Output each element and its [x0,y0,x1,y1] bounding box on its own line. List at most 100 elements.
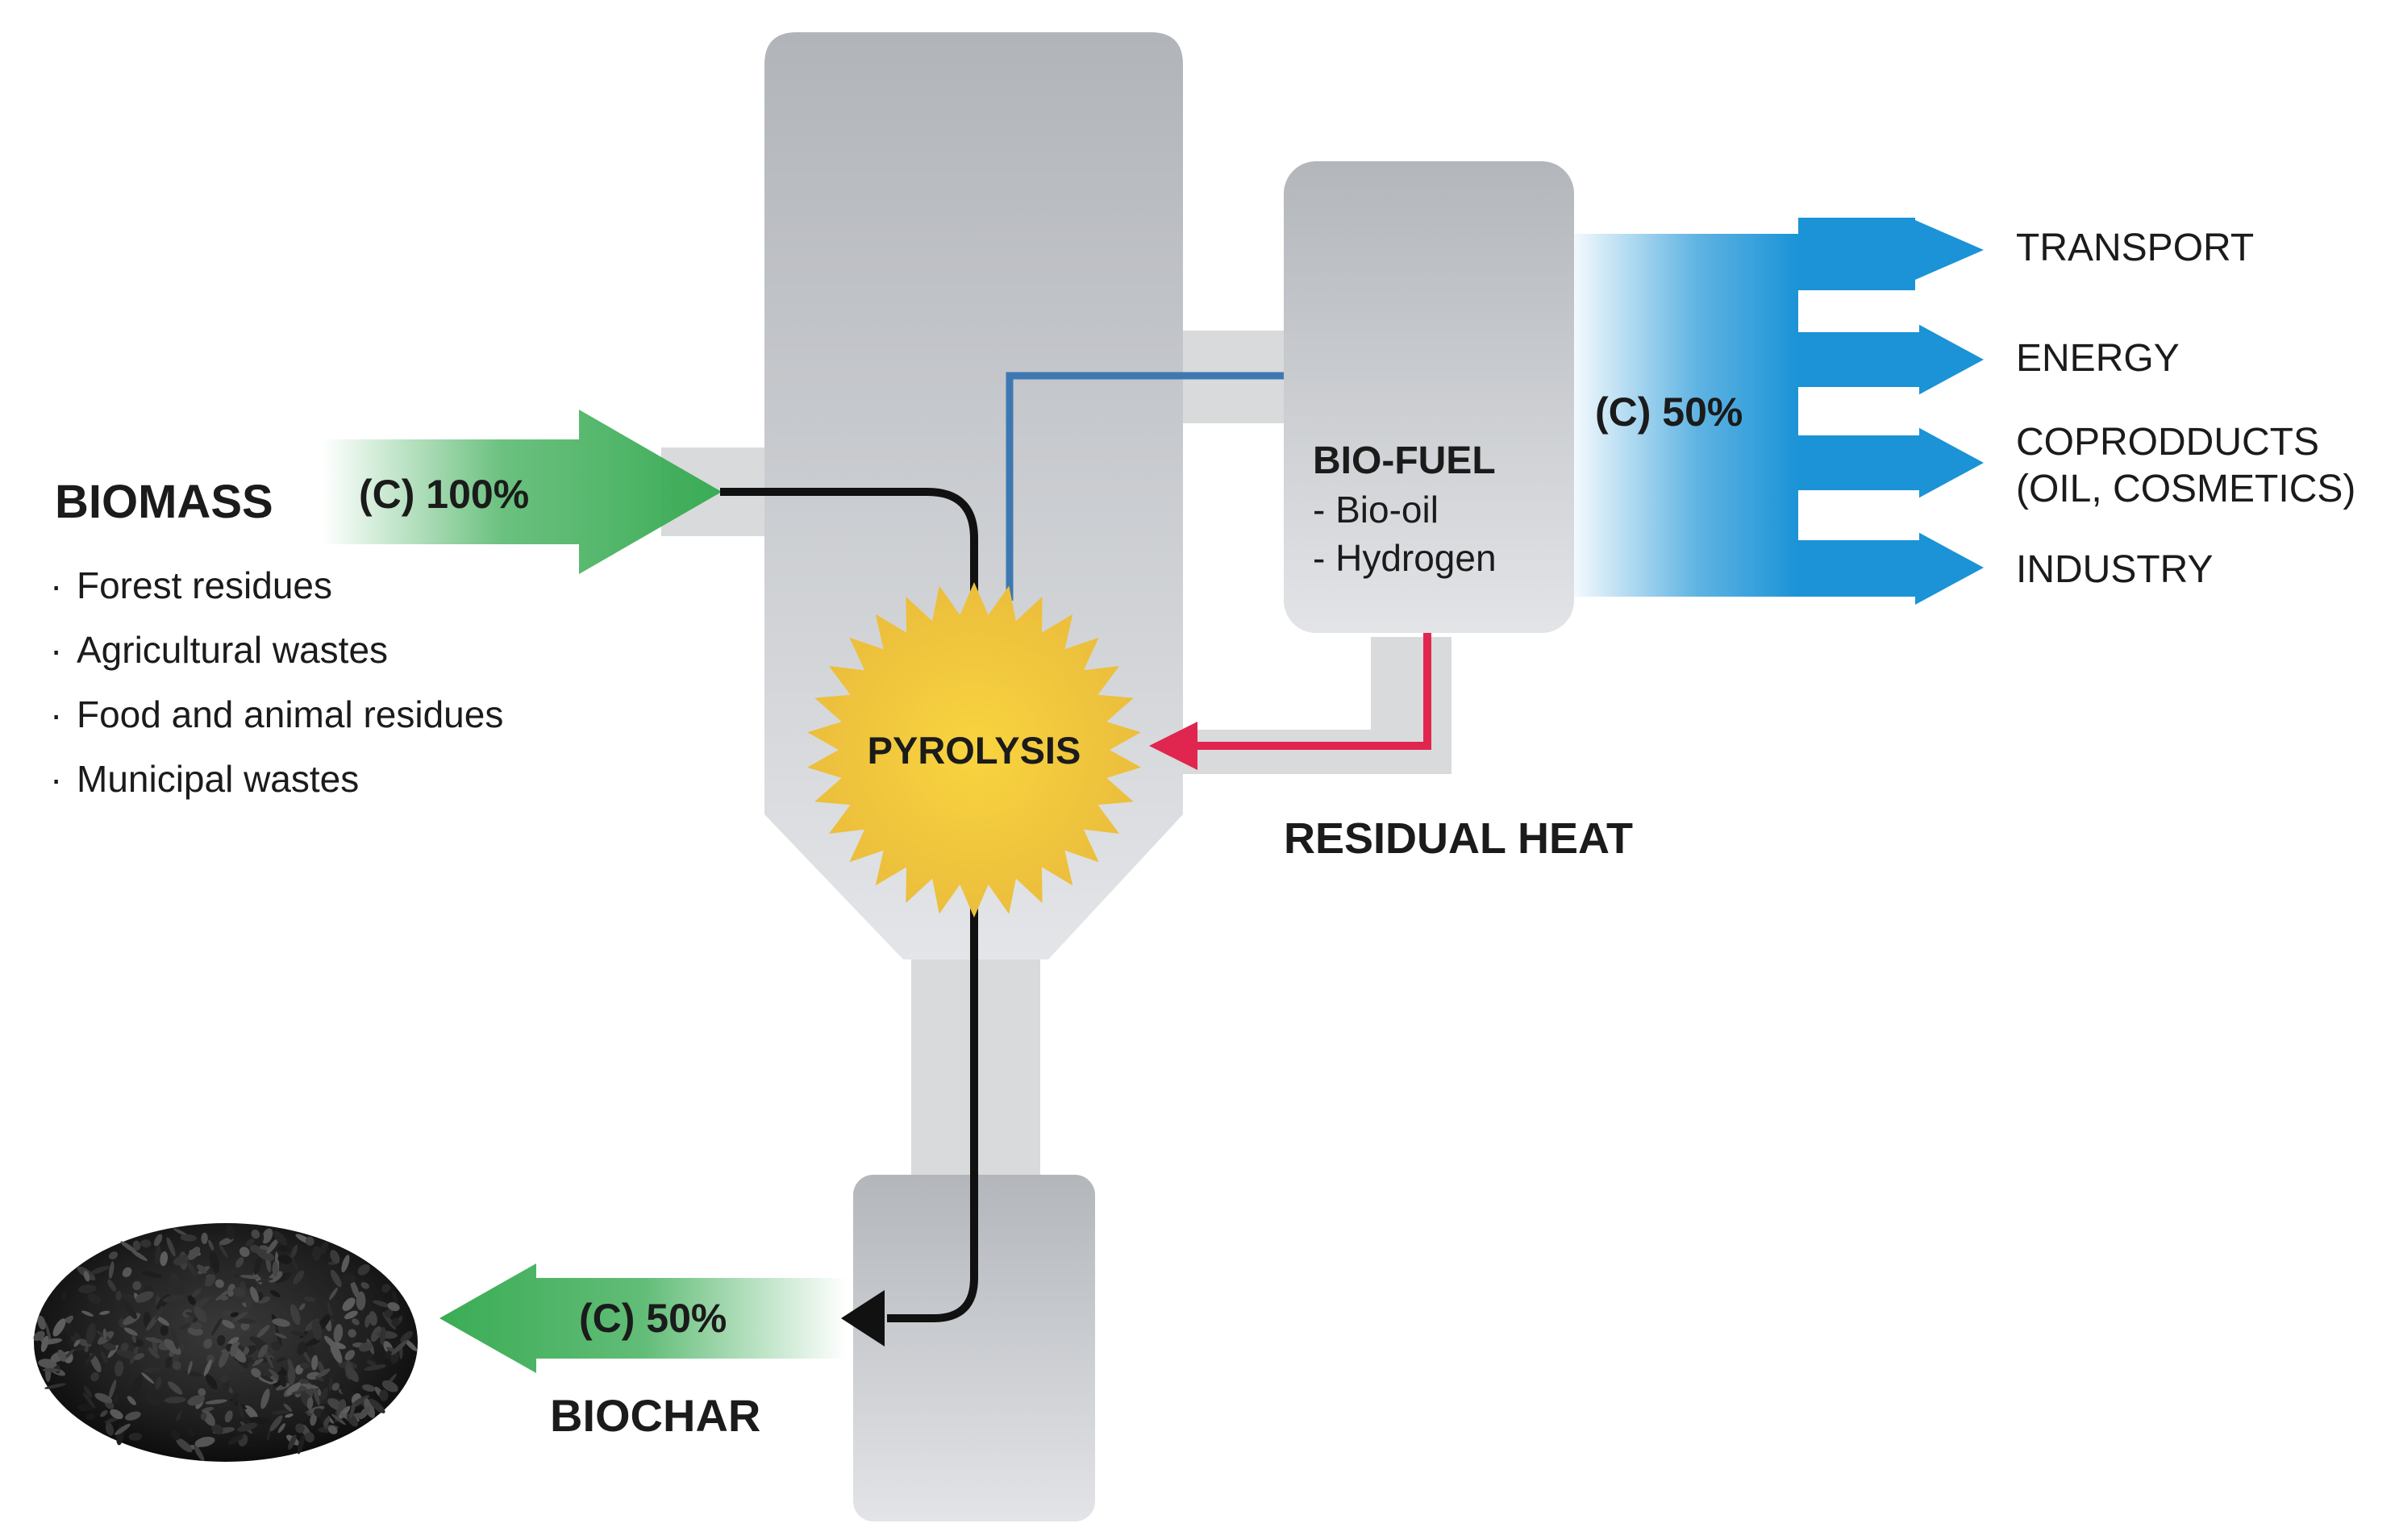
biochar-grain [359,1406,371,1420]
biochar-grain [277,1423,286,1434]
biochar-grain [293,1270,305,1285]
biochar-grain [127,1396,136,1405]
biofuel-title: BIO-FUEL [1313,439,1496,482]
biochar-percent: (C) 50% [579,1296,727,1341]
biochar-grain [278,1373,287,1388]
biochar-grain [370,1326,382,1342]
biochar-grain [369,1398,385,1413]
biochar-grain [271,1341,281,1351]
biochar-grain [232,1287,245,1297]
biochar-grain [305,1236,314,1246]
biochar-grain [219,1374,229,1383]
biochar-grain [260,1233,264,1242]
biochar-grain [168,1381,183,1395]
biochar-grain [249,1286,260,1303]
biochar-grain [201,1232,208,1244]
biochar-grain [155,1376,162,1390]
biochar-grain [327,1426,338,1434]
biomass-flow-line [720,488,978,605]
biomass-input-arrow [323,410,722,574]
biochar-grain [104,1417,120,1424]
biochar-grain [90,1371,99,1382]
biochar-grain [125,1411,141,1421]
biochar-grain [239,1247,250,1257]
biochar-grain [381,1380,398,1392]
biochar-grain [357,1263,370,1276]
biochar-grain [178,1323,190,1330]
biochar-grain [275,1357,286,1363]
biochar-grain [144,1337,164,1343]
biochar-grain [306,1396,314,1410]
biochar-grain [166,1237,176,1257]
pipe-residual-heat [1169,637,1451,774]
biomass-source-item: Agricultural wastes [77,629,388,671]
biochar-grain [312,1384,320,1406]
biochar-grain [57,1349,67,1362]
biochar-grain [194,1436,215,1447]
biochar-grain [204,1274,216,1287]
residual-heat-label: RESIDUAL HEAT [1284,814,1633,863]
biochar-grain [237,1401,244,1418]
biochar-grain [131,1334,136,1343]
biochar-grain [247,1360,255,1367]
biochar-grain [83,1392,96,1409]
biochar-grain [100,1351,108,1363]
biochar-grain [317,1368,331,1378]
arrow-industry [1798,531,1984,605]
biochar-grain [240,1321,250,1331]
biochar-grain [187,1295,196,1305]
biochar-grain [141,1271,162,1278]
use-coproducts-detail: (OIL, COSMETICS) [2016,468,2355,510]
biochar-grain [200,1412,207,1421]
biochar-grain [350,1395,369,1408]
biomass-percent: (C) 100% [359,472,529,517]
biochar-grain [323,1416,331,1427]
biochar-grain [327,1357,339,1372]
biochar-grain [290,1330,306,1337]
biochar-grain [331,1314,343,1321]
biochar-grain [331,1382,339,1391]
biochar-grain [108,1261,115,1279]
biochar-grain [187,1395,206,1406]
biochar-grain [319,1387,329,1405]
biochar-grain [235,1257,244,1268]
biochar-grain [84,1385,93,1398]
biochar-flow-line [887,891,978,1322]
biochar-grain [366,1353,373,1363]
biochar-grain [141,1372,155,1384]
biochar-grain [384,1309,394,1317]
biochar-grain [290,1244,298,1259]
biochar-grain [107,1279,116,1292]
biochar-grain [253,1255,262,1276]
biochar-grain [239,1275,262,1280]
biochar-grain [244,1405,258,1420]
biochar-grain [362,1384,376,1392]
biochar-grain [275,1272,291,1284]
biochar-grain [312,1246,322,1261]
biochar-grain [198,1388,206,1396]
biochar-box [853,1175,1095,1521]
biochar-grain [205,1399,227,1405]
biochar-grain [60,1292,67,1301]
biochar-grain [261,1228,273,1244]
biochar-grain [404,1338,418,1351]
arrow-energy [1798,323,1984,397]
biomass-title: BIOMASS [55,476,273,528]
biochar-grain [219,1294,228,1301]
biochar-grain [272,1318,290,1327]
biochar-grain [350,1280,360,1300]
biochar-grain [277,1245,289,1252]
biochar-grain [400,1330,413,1343]
biochar-grain [144,1392,160,1406]
biochar-grain [171,1430,181,1441]
biochar-title: BIOCHAR [550,1390,760,1441]
biochar-grain [274,1333,287,1339]
biochar-grain [115,1360,124,1377]
biochar-grain [85,1413,96,1420]
biochar-grain [87,1293,101,1305]
biochar-grain [285,1413,294,1418]
biochar-grain [272,1261,279,1277]
biochar-grain [42,1367,60,1372]
biochar-grain [120,1241,138,1254]
biochar-grain [330,1250,340,1264]
